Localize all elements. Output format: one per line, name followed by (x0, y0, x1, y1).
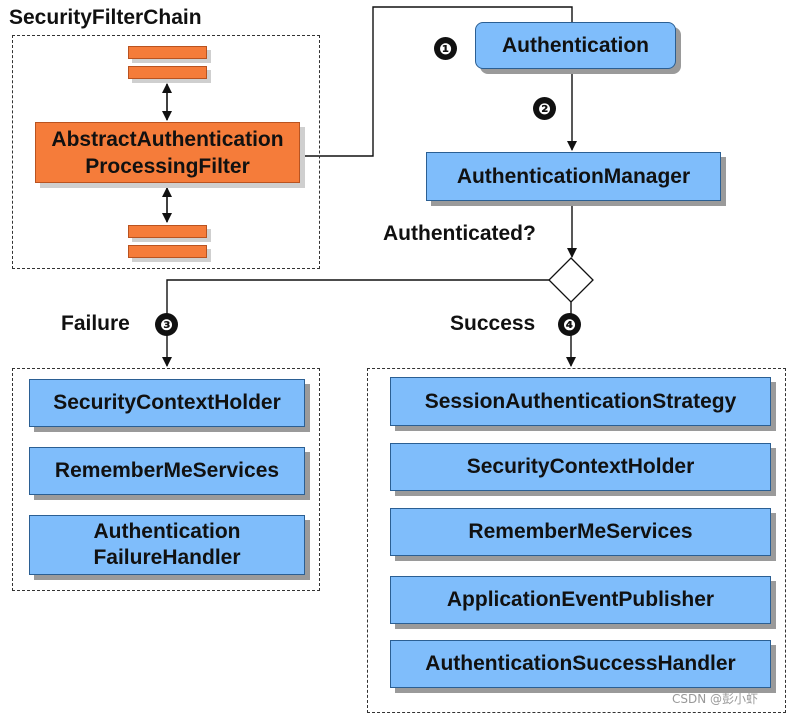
authentication-box[interactable]: Authentication (475, 22, 676, 69)
filter-bar-4 (128, 245, 207, 258)
application-event-publisher[interactable]: ApplicationEventPublisher (390, 576, 771, 624)
decision-diamond (548, 257, 594, 303)
security-filter-chain-container (12, 35, 320, 269)
authentication-manager-box[interactable]: AuthenticationManager (426, 152, 721, 201)
filter-label-line1: AbstractAuthentication (51, 127, 284, 151)
authentication-failure-handler[interactable]: Authentication FailureHandler (29, 515, 305, 575)
success-security-context-holder[interactable]: SecurityContextHolder (390, 443, 771, 491)
csdn-watermark: CSDN @彭小虾 (672, 692, 759, 706)
authentication-success-handler[interactable]: AuthenticationSuccessHandler (390, 640, 771, 688)
filter-to-authentication-line (300, 6, 573, 157)
failure-container (12, 368, 320, 591)
failure-label: Failure (61, 312, 130, 335)
failure-security-context-holder[interactable]: SecurityContextHolder (29, 379, 305, 427)
authenticated-question-label: Authenticated? (383, 222, 536, 245)
step-3-badge: ❸ (155, 313, 178, 336)
failure-handler-line2: FailureHandler (93, 546, 241, 569)
step-1-badge: ❶ (434, 37, 457, 60)
step-4-badge: ❹ (558, 313, 581, 336)
abstract-authentication-processing-filter[interactable]: AbstractAuthentication ProcessingFilter (35, 122, 300, 183)
failure-branch-arrow (162, 279, 549, 367)
filter-bar-1 (128, 46, 207, 59)
filter-label-line2: ProcessingFilter (85, 154, 250, 178)
filter-bar-3 (128, 225, 207, 238)
filter-bar-2 (128, 66, 207, 79)
step-2-badge: ❷ (533, 97, 556, 120)
failure-remember-me-services[interactable]: RememberMeServices (29, 447, 305, 495)
session-authentication-strategy[interactable]: SessionAuthenticationStrategy (390, 377, 771, 426)
failure-handler-line1: Authentication (93, 520, 241, 543)
security-filter-chain-title: SecurityFilterChain (9, 6, 202, 29)
success-label: Success (450, 312, 536, 335)
success-remember-me-services[interactable]: RememberMeServices (390, 508, 771, 556)
